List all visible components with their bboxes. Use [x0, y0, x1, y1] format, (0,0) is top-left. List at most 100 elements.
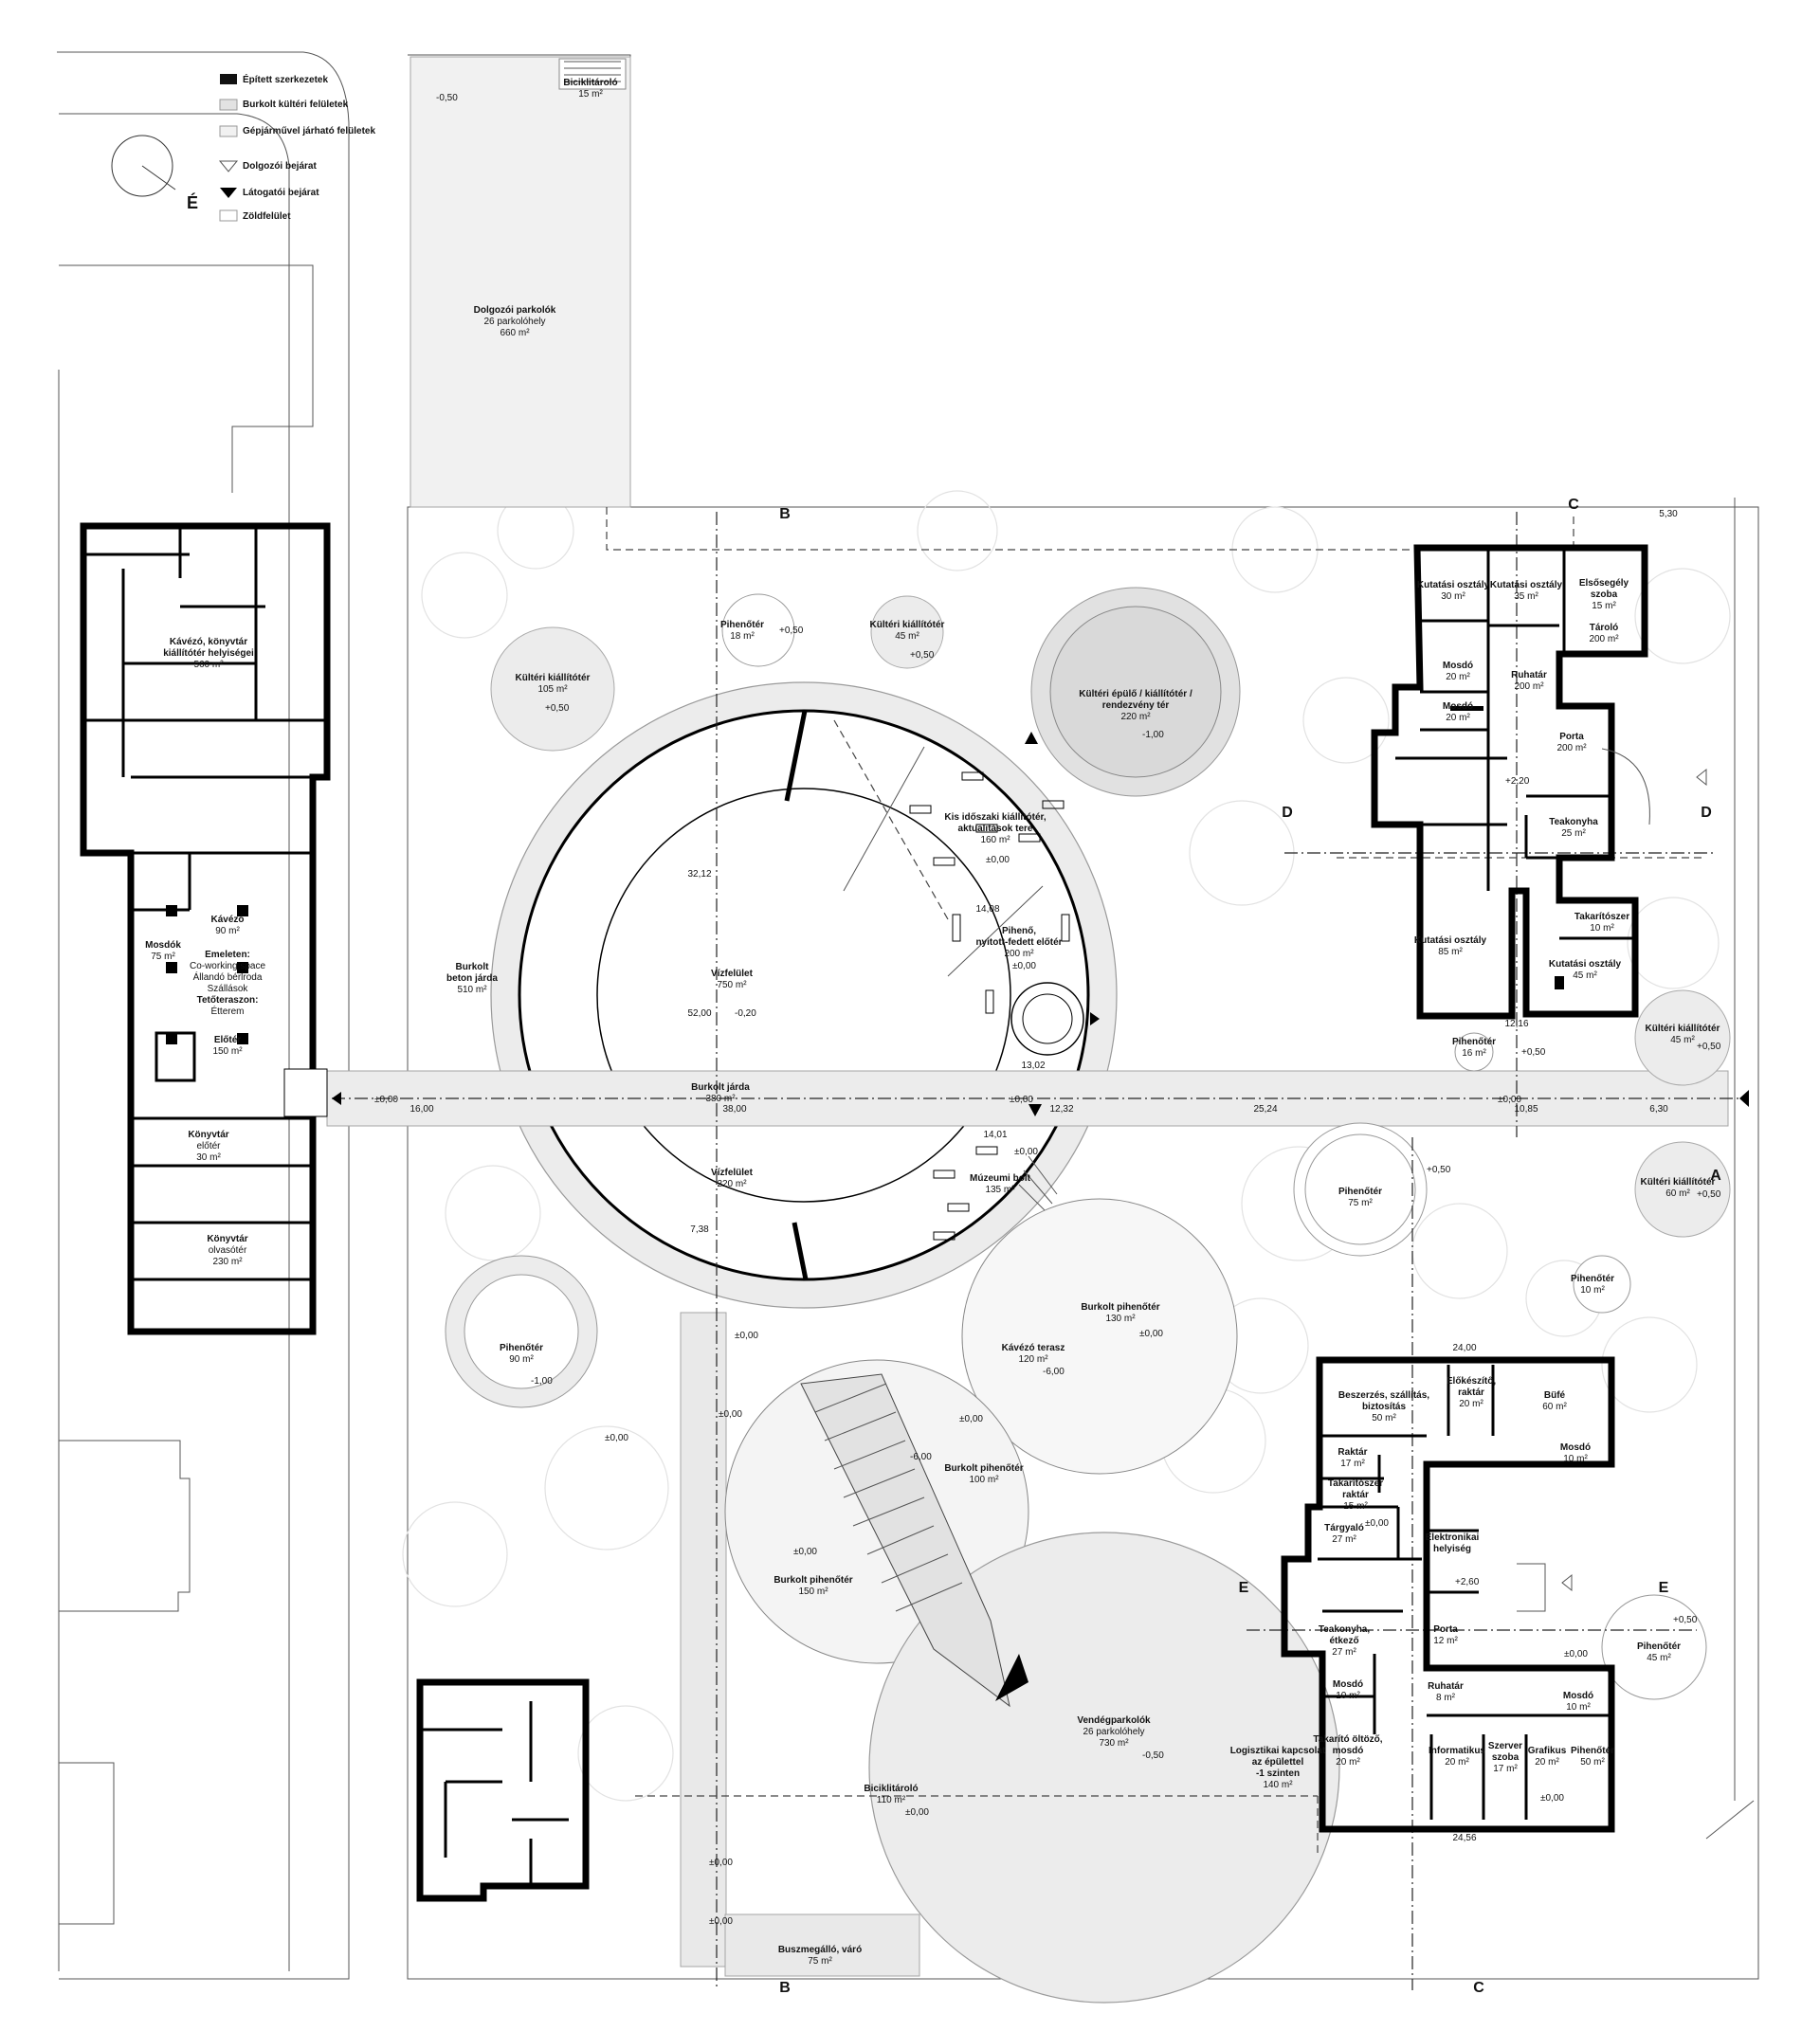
- r45-name: Kutatási osztály: [1549, 959, 1622, 970]
- rest16-name: Pihenőtér: [1452, 1037, 1496, 1047]
- dim-4: 25,24: [1253, 1104, 1277, 1115]
- temp-1: Kis időszaki kiállítótér,: [944, 812, 1046, 823]
- temp-2: aktualitások tere: [958, 824, 1033, 834]
- green-circles: [445, 587, 1731, 1700]
- proc-1: Beszerzés, szállítás,: [1338, 1390, 1429, 1401]
- rest10-area: 10 m²: [1580, 1285, 1605, 1296]
- temp-area: 160 m²: [980, 835, 1010, 845]
- cloak-name: Ruhatár: [1511, 670, 1547, 680]
- dim-13: 24,00: [1452, 1343, 1476, 1353]
- dim-14: 24,56: [1452, 1833, 1476, 1843]
- section-d-right: D: [1701, 805, 1712, 821]
- server-sub: szoba: [1492, 1752, 1520, 1763]
- r30-name: Kutatási osztály: [1417, 580, 1490, 590]
- level-17: +0,50: [1697, 1189, 1721, 1200]
- kitchen-area: 27 m²: [1332, 1647, 1356, 1658]
- reading-name: Könyvtár: [207, 1234, 247, 1244]
- level-30: ±0,00: [905, 1807, 929, 1818]
- rest75-area: 75 m²: [1348, 1198, 1373, 1208]
- paved150-area: 150 m²: [798, 1587, 828, 1597]
- level-33: ±0,00: [1564, 1649, 1588, 1659]
- level-35: ±0,00: [1365, 1518, 1389, 1529]
- level-15: +0,50: [1697, 1042, 1721, 1052]
- ext60-area: 60 m²: [1665, 1188, 1690, 1199]
- level-20: ±0,00: [605, 1433, 628, 1443]
- water2-name: Vízfelület: [711, 1168, 754, 1178]
- rest45-name: Pihenőtér: [1637, 1641, 1681, 1652]
- clean10-area: 10 m²: [1590, 923, 1614, 934]
- visitorpark-name: Vendégparkolók: [1077, 1715, 1151, 1726]
- r30-area: 30 m²: [1441, 591, 1465, 602]
- lobby-area: 150 m²: [212, 1046, 243, 1057]
- upper-3: Állandó bérlroda: [193, 970, 263, 983]
- paved150-name: Burkolt pihenőtér: [774, 1575, 852, 1586]
- cafe-area: 90 m²: [215, 926, 240, 936]
- proc-2: biztosítás: [1362, 1402, 1407, 1412]
- lower-circles: [724, 1198, 1340, 2004]
- graphic-area: 20 m²: [1535, 1757, 1559, 1768]
- meeting-name: Tárgyaló: [1324, 1523, 1364, 1533]
- clean20-2: mosdó: [1333, 1746, 1364, 1756]
- level-6: -0,20: [735, 1008, 756, 1019]
- section-e-right: E: [1659, 1580, 1669, 1596]
- clean20-1: Takarító öltöző,: [1313, 1734, 1382, 1745]
- legend-visitor-entrance: Látogatói bejárat: [243, 188, 319, 198]
- staffpark-cap: 26 parkolóhely: [483, 317, 545, 327]
- server-area: 17 m²: [1493, 1764, 1518, 1774]
- paved130-name: Burkolt pihenőtér: [1081, 1302, 1159, 1313]
- proc-area: 50 m²: [1372, 1413, 1396, 1424]
- bike1-name: Biciklitároló: [563, 78, 617, 88]
- upper-2: Co-working space: [190, 961, 265, 971]
- prep-2: raktár: [1458, 1387, 1484, 1398]
- legend-text: Épített szerkezetek Burkolt kültéri felü…: [187, 73, 375, 222]
- cafe-name: Kávézó: [210, 915, 244, 925]
- covered-1: Pihenő,: [1002, 926, 1036, 936]
- legend-built: Épített szerkezetek: [243, 73, 328, 85]
- bike1-area: 15 m²: [578, 89, 603, 100]
- reading-sub: olvasótér: [209, 1245, 247, 1256]
- liblobby-area: 30 m²: [196, 1152, 221, 1163]
- admin-building: [1281, 1356, 1615, 1833]
- paved100-name: Burkolt pihenőtér: [944, 1463, 1023, 1474]
- water1-name: Vízfelület: [711, 969, 754, 979]
- level-12: ±0,00: [1014, 1147, 1038, 1157]
- level-16: +0,50: [1427, 1165, 1451, 1175]
- kitchen-1: Teakonyha,: [1319, 1624, 1370, 1635]
- section-lines: [332, 507, 1749, 1990]
- event-area: 220 m²: [1120, 712, 1151, 722]
- buffet-name: Büfé: [1544, 1390, 1566, 1401]
- entrance-markers: [1025, 732, 1707, 1592]
- it-area: 20 m²: [1445, 1757, 1469, 1768]
- shop-name: Múzeumi bolt: [970, 1173, 1031, 1184]
- level-10: ±0,00: [1010, 1095, 1033, 1105]
- section-d-left: D: [1282, 805, 1293, 821]
- path-area: 510 m²: [457, 985, 487, 995]
- level-3: +0,50: [910, 650, 935, 661]
- wc20a-area: 20 m²: [1446, 672, 1470, 682]
- wc20b-name: Mosdó: [1443, 701, 1473, 712]
- upper-4: Szállások: [208, 984, 249, 994]
- terrace-name: Kávézó terasz: [1002, 1343, 1065, 1353]
- store-name: Tároló: [1590, 623, 1619, 633]
- section-c-top: C: [1568, 497, 1579, 513]
- lobby-name: Előtér: [214, 1035, 241, 1045]
- bike2-name: Biciklitároló: [864, 1784, 918, 1794]
- legend-paved: Burkolt kültéri felületek: [243, 100, 349, 110]
- tea-area: 25 m²: [1561, 828, 1586, 839]
- logi-1: Logisztikai kapcsolat: [1230, 1746, 1326, 1756]
- level-5: -1,00: [1142, 730, 1164, 740]
- graphic-name: Grafikus: [1528, 1746, 1567, 1756]
- mosdo10-name: Mosdó: [1560, 1442, 1591, 1453]
- level-7: ±0,00: [986, 855, 1010, 865]
- level-labels: -0,50 +0,50 +0,50 +0,50 -1,00 -0,20 ±0,0…: [374, 93, 1721, 1927]
- rest10-name: Pihenőtér: [1571, 1274, 1614, 1284]
- cleanst-2: raktár: [1342, 1490, 1369, 1500]
- porta2-name: Porta: [1433, 1624, 1458, 1635]
- rest45-area: 45 m²: [1647, 1653, 1671, 1663]
- cafelib-sub: kiállítótér helyiségei: [163, 648, 254, 659]
- level-31: ±0,00: [709, 1858, 733, 1868]
- rest75-name: Pihenőtér: [1338, 1187, 1382, 1197]
- dim-16: 5,30: [1659, 509, 1678, 519]
- upper-1: Emeleten:: [205, 950, 250, 960]
- mosdo10c-name: Mosdó: [1563, 1691, 1593, 1701]
